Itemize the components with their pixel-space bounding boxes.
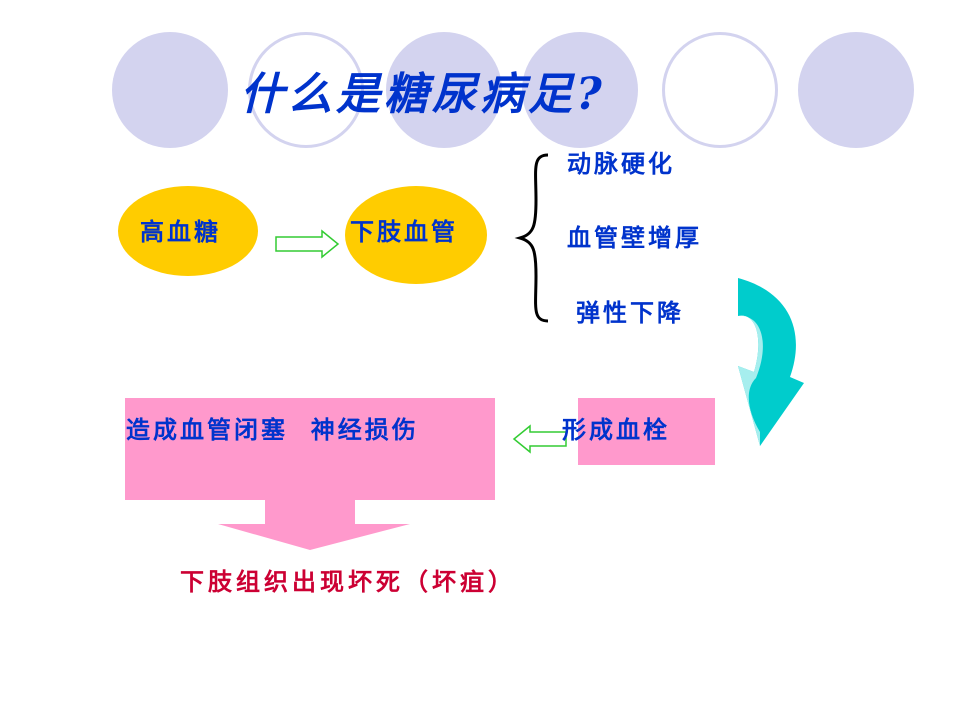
consequence-box	[125, 398, 495, 500]
hollow-left-arrow-icon	[512, 424, 567, 454]
left-curly-brace-icon	[514, 153, 549, 323]
consequence-label: 造成血管闭塞 神经损伤	[126, 415, 419, 444]
decorative-ring	[248, 32, 364, 148]
lower-limb-vessels-ellipse	[345, 186, 487, 284]
hollow-right-arrow-icon	[275, 229, 340, 259]
effect-arteriosclerosis-label: 动脉硬化	[567, 149, 675, 178]
result-label: 下肢组织出现坏死（坏疽）	[180, 567, 516, 596]
high-sugar-ellipse	[118, 186, 258, 276]
thrombus-box	[578, 398, 715, 465]
curved-down-left-arrow-icon	[738, 278, 804, 446]
high-sugar-label: 高血糖	[140, 217, 221, 246]
pink-down-arrow-icon	[218, 500, 410, 550]
slide-title: 什么是糖尿病足?	[240, 69, 606, 120]
effect-elasticity-decline-label: 弹性下降	[576, 298, 684, 327]
effect-wall-thickening-label: 血管壁增厚	[567, 223, 702, 252]
decorative-circle	[798, 32, 914, 148]
decorative-ring	[662, 32, 778, 148]
decorative-circle	[522, 32, 638, 148]
lower-limb-vessels-label: 下肢血管	[350, 217, 458, 246]
decorative-circle	[386, 32, 502, 148]
decorative-circle	[112, 32, 228, 148]
thrombus-label: 形成血栓	[562, 415, 670, 444]
